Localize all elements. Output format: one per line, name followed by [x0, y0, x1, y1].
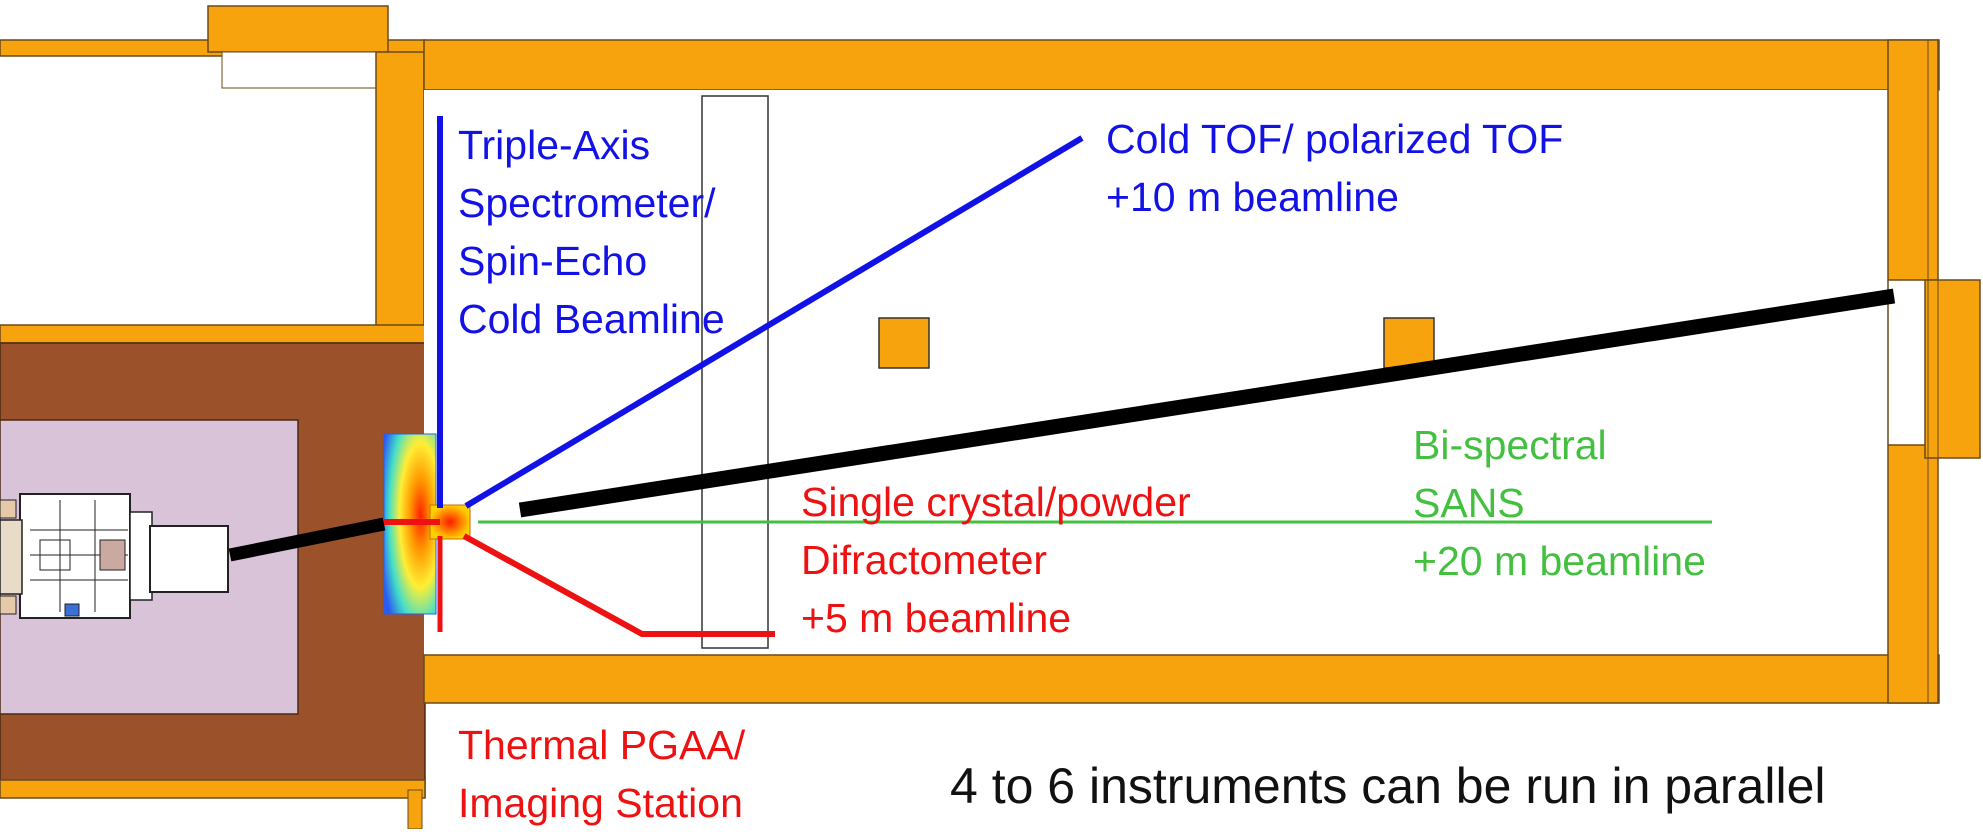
- single-crystal-label-line-3: +5 m beamline: [801, 595, 1072, 641]
- parallel-instruments-note: 4 to 6 instruments can be run in paralle…: [950, 758, 1826, 814]
- thermal-pgaa-label-line-1: Thermal PGAA/: [458, 722, 746, 768]
- triple-axis-label-line-3: Spin-Echo: [458, 238, 648, 284]
- thermal-pgaa-label-line-2: Imaging Station: [458, 780, 743, 826]
- reactor-core-machinery: [0, 493, 229, 619]
- triple-axis-label-line-1: Triple-Axis: [458, 122, 651, 168]
- sans-label-line-1: Bi-spectral: [1413, 422, 1607, 468]
- cold-tof-beamline: [464, 135, 1084, 509]
- reactor-beam-tube: [228, 517, 386, 562]
- sans-label-line-3: +20 m beamline: [1413, 538, 1706, 584]
- beamlines: [228, 116, 1896, 637]
- triple-axis-label: Triple-Axis Spectrometer/ Spin-Echo Cold…: [458, 116, 725, 348]
- main-neutron-guide: [518, 288, 1896, 518]
- triple-axis-label-line-2: Spectrometer/: [458, 180, 716, 226]
- sans-label-line-2: SANS: [1413, 480, 1525, 526]
- hall-columns: [701, 95, 1435, 649]
- single-crystal-label: Single crystal/powder Difractometer +5 m…: [801, 473, 1191, 647]
- cold-tof-label-line-1: Cold TOF/ polarized TOF: [1106, 116, 1564, 162]
- upper-left-room: [0, 5, 426, 344]
- guide-hall-walls: [423, 39, 1981, 704]
- cold-tof-label-line-2: +10 m beamline: [1106, 174, 1399, 220]
- single-crystal-label-line-2: Difractometer: [801, 537, 1048, 583]
- diffractometer-beamline: [462, 533, 775, 637]
- thermal-pgaa-label: Thermal PGAA/ Imaging Station: [458, 716, 745, 832]
- single-crystal-label-line-1: Single crystal/powder: [801, 479, 1191, 525]
- triple-axis-label-line-4: Cold Beamline: [458, 296, 725, 342]
- cold-tof-label: Cold TOF/ polarized TOF +10 m beamline: [1106, 110, 1563, 226]
- sans-label: Bi-spectral SANS +20 m beamline: [1413, 416, 1706, 590]
